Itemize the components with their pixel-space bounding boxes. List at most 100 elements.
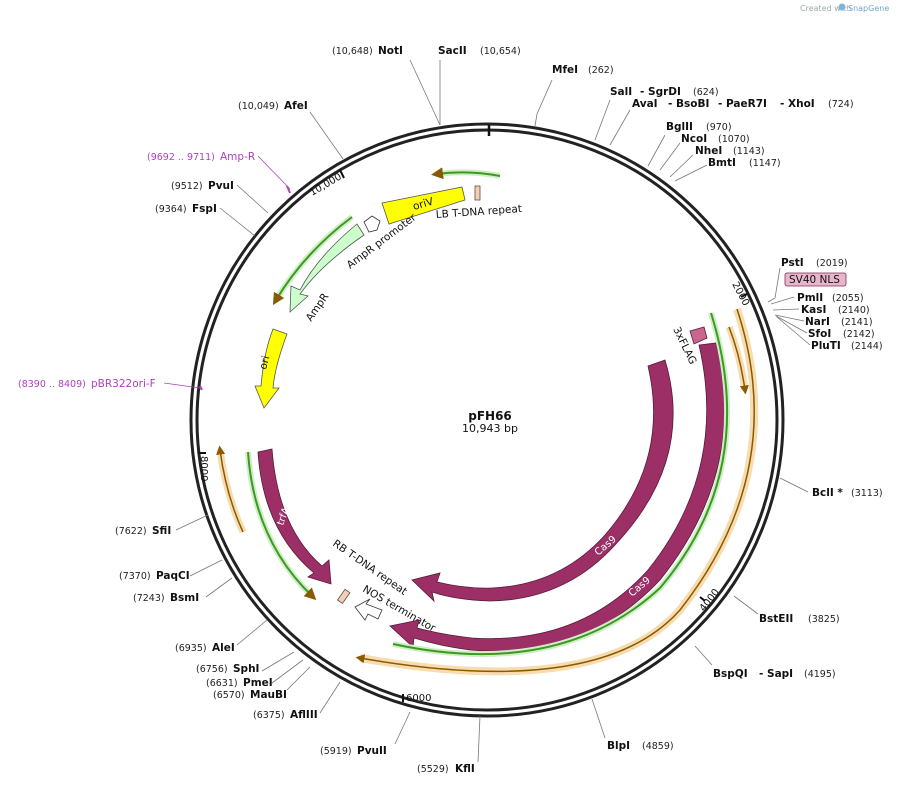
svg-text:(5919): (5919) [320, 746, 352, 757]
site-bglii[interactable]: BglII (970) [666, 121, 732, 133]
orf-arrow-left-orange [216, 449, 247, 534]
svg-text:(624): (624) [693, 87, 719, 98]
site-afliii[interactable]: (6375) AflIII [253, 709, 318, 721]
credit-text: Created with [800, 4, 851, 13]
site-alei[interactable]: (6935) AleI [175, 642, 235, 654]
feature-cas9-inner [411, 359, 674, 603]
site-kfli[interactable]: (5529) KflI [417, 763, 475, 775]
svg-text:- SgrDI: - SgrDI [640, 86, 681, 98]
site-afei[interactable]: (10,049) AfeI [238, 100, 308, 112]
site-nari[interactable]: NarI (2141) [805, 316, 873, 328]
svg-text:SacII: SacII [438, 45, 467, 57]
site-pvuii[interactable]: (5919) PvuII [320, 745, 387, 757]
svg-text:6000: 6000 [406, 693, 431, 704]
tick-10000: 10,000 [308, 169, 345, 199]
snapgene-credit: Created with SnapGene [800, 3, 889, 13]
svg-text:(1143): (1143) [733, 146, 765, 157]
svg-text:(4195): (4195) [804, 669, 836, 680]
svg-text:SalI: SalI [610, 86, 632, 98]
svg-text:(10,648): (10,648) [332, 46, 373, 57]
site-ncoi[interactable]: NcoI (1070) [681, 133, 750, 145]
svg-text:FspI: FspI [192, 203, 217, 215]
svg-text:BspQI: BspQI [713, 668, 748, 680]
svg-text:PvuII: PvuII [357, 745, 387, 757]
leader-lines [163, 59, 811, 763]
tick-8000: 8000 [198, 452, 209, 481]
site-sfii[interactable]: (7622) SfiI [115, 525, 171, 537]
rb-repeat-box [336, 588, 351, 605]
site-mfei[interactable]: MfeI (262) [552, 64, 614, 76]
svg-text:PluTI: PluTI [811, 340, 841, 352]
svg-text:(4859): (4859) [642, 741, 674, 752]
svg-text:(1070): (1070) [718, 134, 750, 145]
svg-text:KasI: KasI [801, 304, 826, 316]
site-pvui[interactable]: (9512) PvuI [171, 180, 234, 192]
svg-text:PmlI: PmlI [797, 292, 823, 304]
site-bmti[interactable]: BmtI (1147) [708, 157, 781, 169]
feature-ori [254, 328, 288, 409]
feature-oriv-label: oriV [412, 195, 436, 213]
svg-text:(7622): (7622) [115, 526, 147, 537]
site-maubi[interactable]: (6570) MauBI [213, 689, 287, 701]
svg-text:(2019): (2019) [816, 258, 848, 269]
svg-text:BclI *: BclI * [812, 487, 843, 499]
site-bsmi[interactable]: (7243) BsmI [133, 592, 199, 604]
svg-text:PstI: PstI [781, 257, 804, 269]
svg-text:(5529): (5529) [417, 764, 449, 775]
svg-text:8000: 8000 [198, 456, 209, 481]
tick-4000: 4000 [698, 587, 722, 614]
feature-ampr [289, 223, 365, 313]
svg-text:(2144): (2144) [851, 341, 883, 352]
snapgene-logo-icon [838, 3, 846, 11]
site-psti[interactable]: PstI (2019) [781, 257, 848, 269]
site-fspi[interactable]: (9364) FspI [155, 203, 217, 215]
orf-arrow-left-upper [273, 214, 354, 302]
site-bspqi[interactable]: BspQI - SapI (4195) [713, 668, 836, 680]
site-kasi[interactable]: KasI (2140) [801, 304, 870, 316]
feature-ori-label: ori [257, 354, 272, 370]
primer-ampr-mark [286, 185, 291, 194]
svg-text:(7243): (7243) [133, 593, 165, 604]
primer-amp-r[interactable]: (9692 .. 9711) Amp-R [147, 151, 255, 163]
site-noti[interactable]: (10,648) NotI [332, 45, 403, 57]
feature-3xflag [689, 326, 708, 345]
site-pmli[interactable]: PmlI (2055) [797, 292, 864, 304]
feature-lb-label: LB T-DNA repeat [435, 203, 522, 221]
feature-cas9-outer [389, 342, 725, 652]
feature-sv40-nls[interactable]: SV40 NLS [784, 272, 847, 287]
svg-text:PvuI: PvuI [208, 180, 234, 192]
site-bcli[interactable]: BclI * (3113) [812, 487, 883, 499]
lb-repeat-box [474, 185, 481, 201]
svg-text:(3113): (3113) [851, 488, 883, 499]
svg-text:4000: 4000 [698, 587, 722, 614]
svg-text:(6570): (6570) [213, 690, 245, 701]
svg-text:(2141): (2141) [841, 317, 873, 328]
site-avai[interactable]: AvaI - BsoBI - PaeR7I - XhoI (724) [632, 98, 854, 110]
svg-text:BglII: BglII [666, 121, 693, 133]
svg-text:Amp-R: Amp-R [220, 151, 255, 163]
site-nhei[interactable]: NheI (1143) [695, 145, 765, 157]
primer-pbr322ori-f[interactable]: (8390 .. 8409) pBR322ori-F [18, 378, 156, 390]
svg-text:(9692 .. 9711): (9692 .. 9711) [147, 152, 215, 163]
site-pmei[interactable]: (6631) PmeI [206, 677, 273, 689]
svg-text:(970): (970) [706, 122, 732, 133]
site-paqci[interactable]: (7370) PaqCI [119, 570, 190, 582]
backbone-outer [189, 122, 785, 718]
svg-text:BlpI: BlpI [607, 740, 630, 752]
svg-text:BstEII: BstEII [759, 613, 793, 625]
svg-text:(2142): (2142) [843, 329, 875, 340]
tick-6000: 6000 [402, 693, 431, 704]
site-pluti[interactable]: PluTI (2144) [811, 340, 883, 352]
feature-trfa [257, 448, 332, 585]
site-sali[interactable]: SalI - SgrDI (624) [610, 86, 719, 98]
svg-text:(6935): (6935) [175, 643, 207, 654]
svg-text:(8390 .. 8409): (8390 .. 8409) [18, 379, 86, 390]
site-sphi[interactable]: (6756) SphI [196, 663, 259, 675]
site-bsteii[interactable]: BstEII (3825) [759, 613, 840, 625]
svg-text:(3825): (3825) [808, 614, 840, 625]
site-blpi[interactable]: BlpI (4859) [607, 740, 674, 752]
svg-text:SphI: SphI [233, 663, 259, 675]
site-sacii[interactable]: SacII (10,654) [438, 45, 521, 57]
site-sfoi[interactable]: SfoI (2142) [808, 328, 875, 340]
